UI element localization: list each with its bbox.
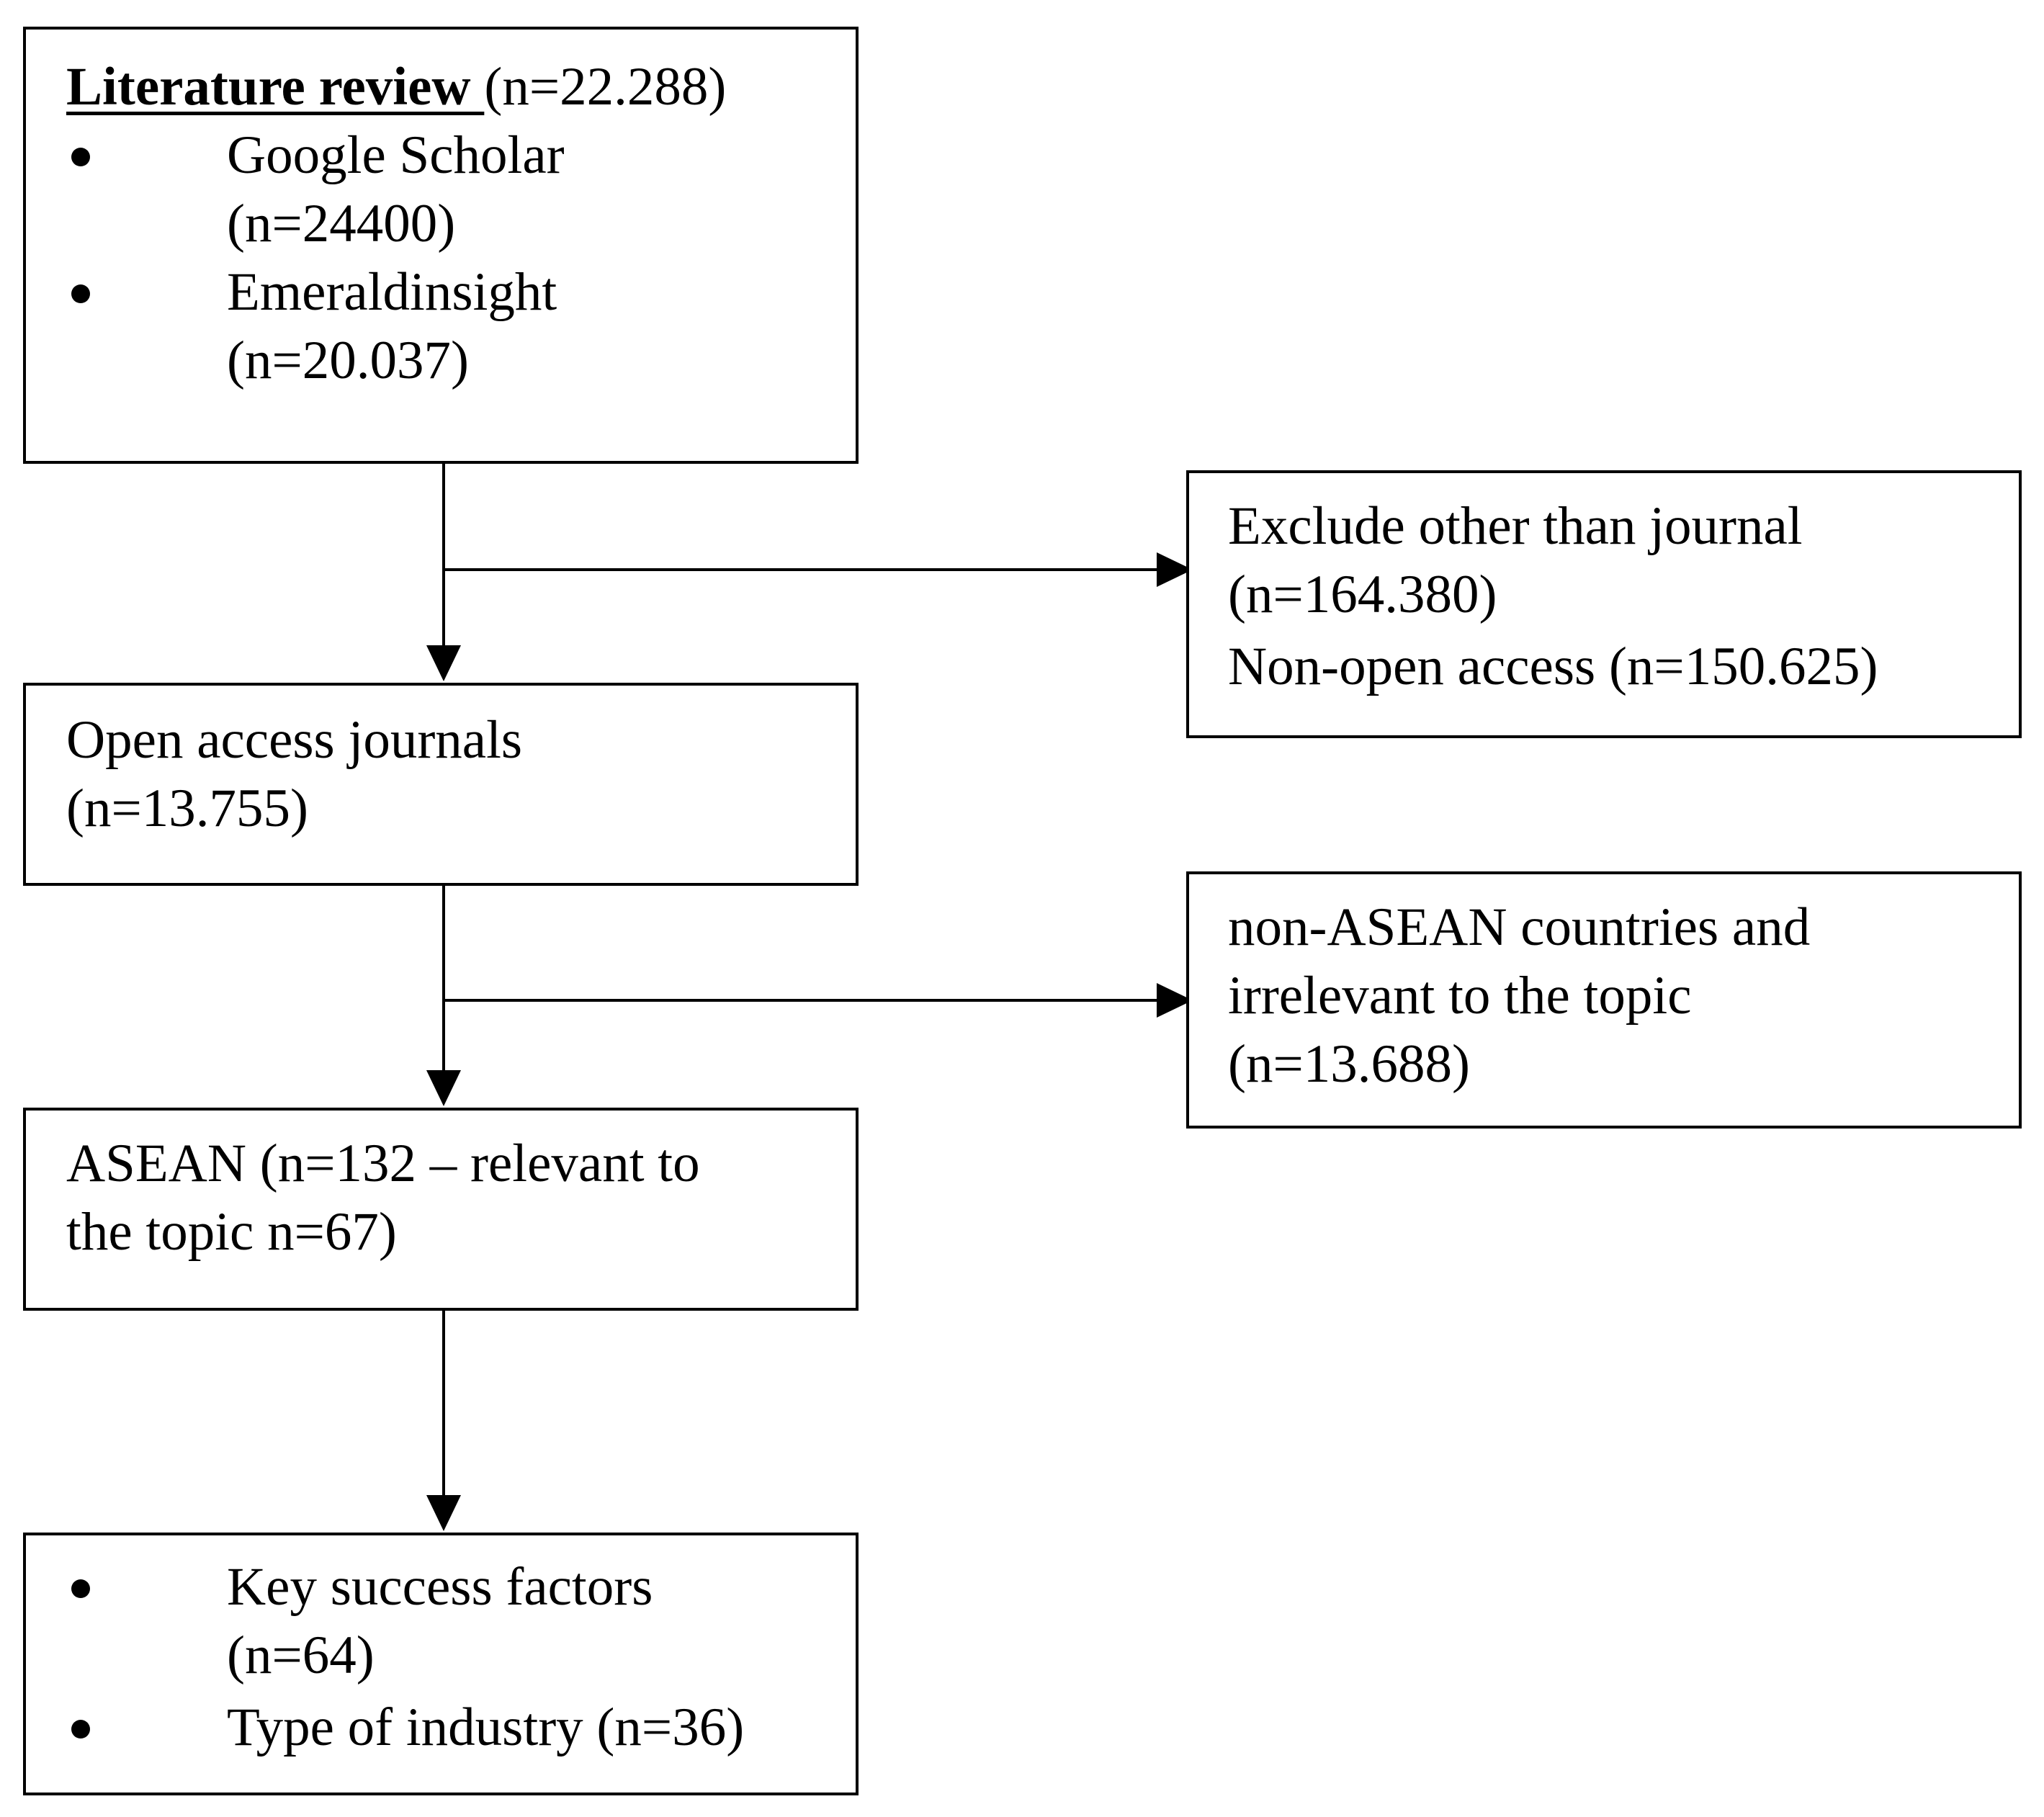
exclusion-asean-line-2: irrelevant to the topic — [1228, 966, 1692, 1026]
source-google-scholar-count: (n=24400) — [227, 194, 456, 254]
exclusion-journal-line-1: Exclude other than journal — [1228, 496, 1803, 556]
asean-line-2: the topic n=67) — [66, 1202, 397, 1262]
exclusion-journal-line-3: Non-open access (n=150.625) — [1228, 637, 1878, 696]
asean-line-1: ASEAN (n=132 – relevant to — [66, 1134, 700, 1193]
arrowhead-to-asean — [426, 1070, 461, 1106]
exclusion-asean-box — [1186, 871, 2022, 1129]
exclusion-asean-line-3: (n=13.688) — [1228, 1034, 1470, 1094]
source-emeraldinsight-count: (n=20.037) — [227, 331, 469, 390]
arrowhead-to-results — [426, 1495, 461, 1531]
asean-box — [23, 1108, 859, 1311]
source-google-scholar: Google Scholar — [227, 125, 565, 185]
bullet-icon — [71, 284, 90, 303]
bullet-icon — [71, 1579, 90, 1598]
arrowhead-to-exclusion-1 — [1157, 552, 1193, 587]
source-emeraldinsight: Emeraldinsight — [227, 262, 557, 322]
exclusion-journal-line-2: (n=164.380) — [1228, 565, 1497, 624]
literature-review-count: (n=22.288) — [484, 57, 727, 117]
open-access-box — [23, 683, 859, 886]
arrowhead-to-open-access — [426, 645, 461, 681]
result-type-of-industry: Type of industry (n=36) — [227, 1697, 745, 1757]
exclusion-asean-line-1: non-ASEAN countries and — [1228, 897, 1811, 957]
literature-review-box — [23, 27, 859, 464]
bullet-icon — [71, 148, 90, 166]
result-key-success-factors-count: (n=64) — [227, 1625, 375, 1685]
arrowhead-to-exclusion-2 — [1157, 983, 1193, 1018]
result-key-success-factors: Key success factors — [227, 1557, 653, 1617]
exclusion-journal-box — [1186, 470, 2022, 738]
literature-review-title: Literature review — [66, 57, 485, 117]
open-access-line-2: (n=13.755) — [66, 779, 308, 838]
results-box — [23, 1533, 859, 1795]
open-access-line-1: Open access journals — [66, 710, 523, 770]
literature-review-heading: Literature review (n=22.288) — [66, 53, 726, 121]
bullet-icon — [71, 1720, 90, 1739]
